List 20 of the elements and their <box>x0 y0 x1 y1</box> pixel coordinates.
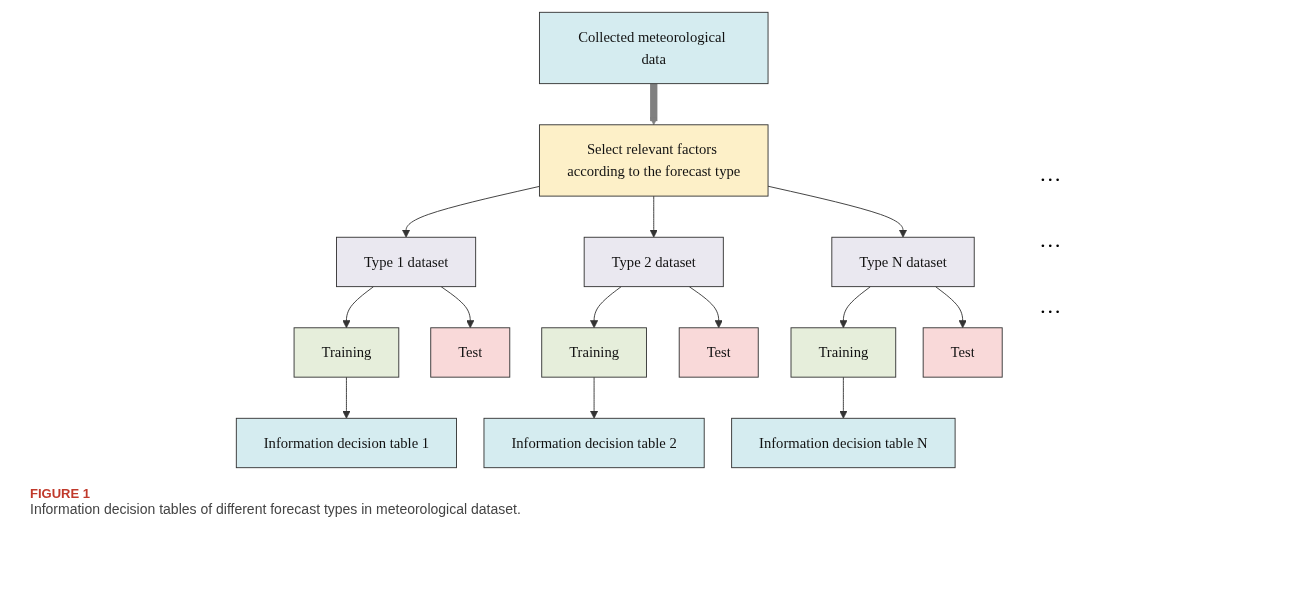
ellipsis-text: … <box>1039 161 1062 187</box>
node-box: Test <box>430 327 510 378</box>
node-box: Information decision table 1 <box>235 417 457 469</box>
ellipsis-text: … <box>1039 227 1062 253</box>
node-box: Training <box>790 327 896 378</box>
caption: Information decision tables of different forecast types in meteorological dataset. <box>30 501 522 517</box>
figure-number: FIGURE 1 <box>30 486 91 501</box>
ellipsis-text: … <box>1039 293 1062 319</box>
node-box: Information decision table N <box>730 417 956 469</box>
node-box: Type N dataset <box>831 236 975 288</box>
node-box: Information decision table 2 <box>483 417 705 469</box>
node-box: Test <box>678 327 759 378</box>
arrow <box>649 83 658 126</box>
node-box: Type 2 dataset <box>583 236 724 288</box>
node-box: Type 1 dataset <box>335 236 476 288</box>
node-box: Select relevant factors according to the forecast type <box>538 124 769 197</box>
node-box: Test <box>922 327 1003 378</box>
node-box: Training <box>541 327 647 378</box>
node-box: Training <box>293 327 399 378</box>
node-box: Collected meteorological data <box>538 11 769 85</box>
